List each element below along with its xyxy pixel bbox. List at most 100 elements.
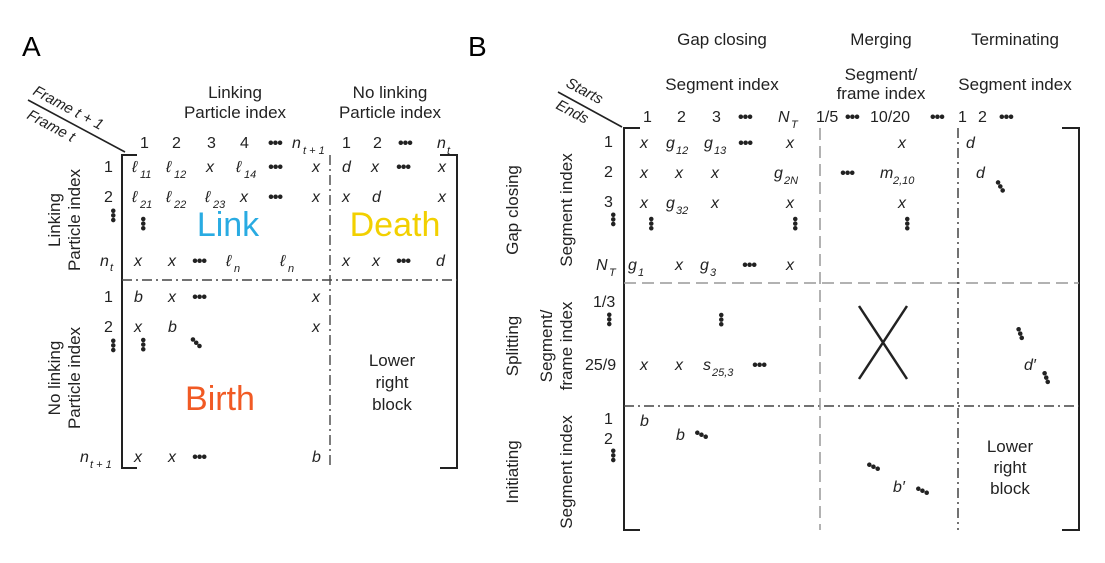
side-splitting: Splitting <box>503 316 522 376</box>
ellipsis-dots: ••• <box>752 357 767 374</box>
panel-b-cells: x g 12 g 13 ••• x x d x x x g 2N ••• m 2… <box>628 135 1056 502</box>
row-index: 3 <box>604 194 613 211</box>
lower-right-line1: Lower <box>987 437 1034 456</box>
cell-subscript: 1 <box>638 267 644 279</box>
cell-subscript: 23 <box>212 199 226 211</box>
col-index: 2 <box>373 135 382 152</box>
row-index-n: n <box>100 253 109 270</box>
header-linking-line2: Particle index <box>184 103 287 122</box>
subheader-segment-frame-line1: Segment/ <box>845 65 918 84</box>
ellipsis-diagonal: ••• <box>912 481 933 503</box>
cell-x: x <box>437 159 447 176</box>
cell-ell: ℓ <box>165 189 172 206</box>
cell-subscript: 14 <box>244 169 256 181</box>
cell-subscript: 13 <box>714 145 727 157</box>
cell-g: g <box>700 257 709 274</box>
merge-split-cross-line <box>857 305 909 380</box>
cell-b: b <box>134 289 143 306</box>
ellipsis-dots: ••• <box>738 109 753 126</box>
cell-x: x <box>674 165 684 182</box>
header-merging: Merging <box>850 30 911 49</box>
side-gap-closing: Gap closing <box>503 165 522 255</box>
row-index: 2 <box>104 319 113 336</box>
region-link-label: Link <box>197 206 260 244</box>
cell-x: x <box>311 319 321 336</box>
side-no-linking-line1: No linking <box>45 341 64 416</box>
cell-g: g <box>666 195 675 212</box>
side-no-linking-line2: Particle index <box>65 326 84 429</box>
cell-d: d <box>976 165 986 182</box>
col-index: 1/5 <box>816 109 838 126</box>
ellipsis-vertical: ••• <box>134 337 151 352</box>
cell-ell: ℓ <box>131 189 138 206</box>
col-index-n: n <box>437 135 446 152</box>
subheader-segment-index-2: Segment index <box>958 75 1072 94</box>
panel-b-row-indices: 1 2 3 ••• N T 1/3 ••• 25/9 1 2 ••• <box>585 134 621 463</box>
panel-a-row-indices: 1 2 ••• n t 1 2 ••• n t + 1 <box>80 159 121 471</box>
col-index-n-subscript: t <box>447 145 451 157</box>
ellipsis-dots: ••• <box>396 159 411 176</box>
col-index: 1 <box>958 109 967 126</box>
cell-x: x <box>311 159 321 176</box>
cell-x: x <box>311 189 321 206</box>
panel-a-label: A <box>22 31 41 62</box>
cell-subscript: 3 <box>710 267 717 279</box>
cell-b: b <box>312 449 321 466</box>
ellipsis-vertical: ••• <box>898 216 915 231</box>
cell-subscript: 11 <box>140 169 151 181</box>
ellipsis-diagonal: ••• <box>1035 368 1056 388</box>
subheader-segment-frame-line2: frame index <box>837 84 926 103</box>
row-index-n: n <box>80 449 89 466</box>
cell-x: x <box>710 165 720 182</box>
lower-right-line2: right <box>993 458 1026 477</box>
cell-x: x <box>239 189 249 206</box>
cell-x: x <box>370 159 380 176</box>
row-index: 25/9 <box>585 357 616 374</box>
panel-a-column-indices: 1 2 3 4 ••• n t + 1 1 2 ••• n t <box>140 135 451 157</box>
cell-subscript: 32 <box>676 205 688 217</box>
col-index: 3 <box>712 109 721 126</box>
col-index: 1 <box>643 109 652 126</box>
cell-ell: ℓ <box>225 253 232 270</box>
side-segment-frame-line1: Segment/ <box>537 309 556 382</box>
corner-diagonal <box>27 99 126 153</box>
ellipsis-dots: ••• <box>930 109 945 126</box>
cell-x: x <box>710 195 720 212</box>
ellipsis-vertical: ••• <box>712 312 729 327</box>
matrix-right-bracket <box>1062 127 1080 531</box>
cell-x: x <box>674 357 684 374</box>
cell-subscript: 22 <box>173 199 186 211</box>
cell-ell: ℓ <box>165 159 172 176</box>
row-index: 2 <box>104 189 113 206</box>
cell-g: g <box>774 165 783 182</box>
cell-g: g <box>704 135 713 152</box>
row-index: 1 <box>104 289 113 306</box>
cell-g: g <box>628 257 637 274</box>
header-no-linking-line1: No linking <box>353 83 428 102</box>
cell-subscript-ell-n: n <box>288 263 294 275</box>
matrix-left-bracket <box>623 127 640 531</box>
cell-m: m <box>880 165 893 182</box>
ellipsis-vertical: ••• <box>604 212 621 227</box>
panel-a: A Linking Particle index No linking Part… <box>22 31 458 471</box>
ellipsis-dots: ••• <box>268 135 283 152</box>
cell-ell: ℓ <box>204 189 211 206</box>
ellipsis-dots: ••• <box>268 159 283 176</box>
ellipsis-vertical: ••• <box>642 216 659 231</box>
ellipsis-diagonal: ••• <box>863 457 884 479</box>
cell-subscript: 2,10 <box>892 175 915 187</box>
side-initiating: Initiating <box>503 440 522 503</box>
cell-x: x <box>639 357 649 374</box>
panel-b-column-indices: 1 2 3 ••• N T 1/5 ••• 10/20 ••• 1 2 ••• <box>643 109 1015 131</box>
cell-x: x <box>897 195 907 212</box>
cell-x: x <box>133 319 143 336</box>
cell-d: d <box>372 189 382 206</box>
header-no-linking-line2: Particle index <box>339 103 442 122</box>
region-death-label: Death <box>350 206 441 244</box>
cell-subscript: 21 <box>139 199 152 211</box>
row-index-n-subscript: t + 1 <box>90 459 112 471</box>
col-index-n: n <box>292 135 301 152</box>
row-index-N: N <box>596 257 608 274</box>
panel-b: B Gap closing Merging Terminating Segmen… <box>468 30 1080 531</box>
cell-x: x <box>205 159 215 176</box>
